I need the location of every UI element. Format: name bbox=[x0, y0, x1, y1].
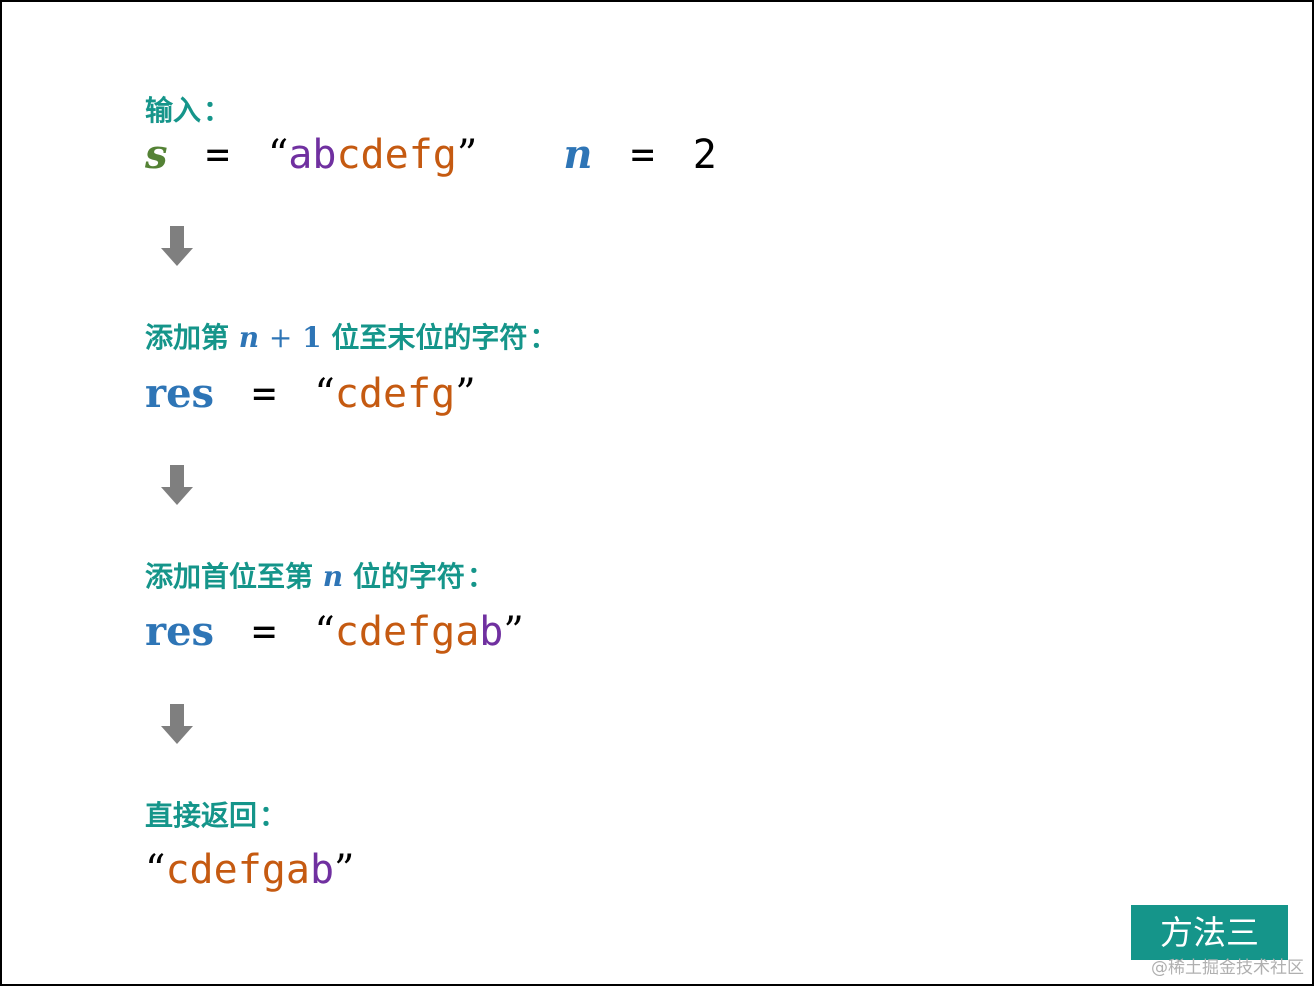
s-open-quote: “ bbox=[267, 132, 289, 178]
step2-res-variable: res bbox=[145, 370, 215, 417]
step1-heading-colon: ： bbox=[203, 94, 232, 127]
down-arrow-icon bbox=[161, 226, 193, 266]
step4-heading: 直接返回： bbox=[145, 802, 287, 830]
step2-math-one: 1 bbox=[302, 321, 322, 354]
step4-result-purple: b bbox=[309, 847, 335, 893]
s-close-quote: ” bbox=[456, 132, 478, 178]
step2-res-line: res = “cdefg” bbox=[145, 371, 476, 417]
down-arrow-icon bbox=[161, 704, 193, 744]
watermark: @稀土掘金技术社区 bbox=[1151, 958, 1304, 978]
step2-heading-colon: ： bbox=[529, 321, 558, 354]
step1-input-line: s = “abcdefg” n = 2 bbox=[145, 132, 717, 178]
step4-heading-colon: ： bbox=[259, 799, 288, 832]
s-variable: s bbox=[145, 131, 168, 178]
step4-heading-text: 直接返回 bbox=[145, 799, 258, 832]
method-badge: 方法三 bbox=[1131, 905, 1288, 960]
step2-open-quote: “ bbox=[314, 371, 335, 417]
step3-open-quote: “ bbox=[314, 609, 335, 655]
step3-res-value-purple: b bbox=[479, 609, 504, 655]
n-variable: n bbox=[563, 131, 593, 178]
step3-heading-pre: 添加首位至第 bbox=[145, 560, 314, 593]
step2-heading-post: 位至末位的字符 bbox=[331, 321, 528, 354]
step4-close-quote: ” bbox=[334, 847, 355, 893]
step2-equals: = bbox=[252, 371, 277, 417]
n-equals: = bbox=[630, 132, 655, 178]
step2-math-plus: + bbox=[268, 321, 293, 354]
step2-heading: 添加第 n + 1 位至末位的字符： bbox=[145, 324, 557, 352]
step4-result-line: “cdefgab” bbox=[145, 850, 355, 890]
step3-close-quote: ” bbox=[503, 609, 524, 655]
step3-math-n: n bbox=[322, 560, 344, 593]
step3-heading-post: 位的字符 bbox=[352, 560, 465, 593]
step4-open-quote: “ bbox=[145, 847, 166, 893]
s-value-rest: cdefg bbox=[336, 132, 457, 178]
down-arrow-icon bbox=[161, 465, 193, 505]
step2-close-quote: ” bbox=[455, 371, 476, 417]
step3-heading: 添加首位至第 n 位的字符： bbox=[145, 563, 495, 591]
step3-equals: = bbox=[252, 609, 277, 655]
step3-heading-colon: ： bbox=[466, 560, 495, 593]
s-equals: = bbox=[205, 132, 230, 178]
step3-res-line: res = “cdefgab” bbox=[145, 609, 524, 655]
step2-math-n: n bbox=[238, 321, 260, 354]
step1-heading: 输入： bbox=[145, 97, 231, 125]
step1-heading-text: 输入 bbox=[145, 94, 202, 127]
step2-res-value: cdefg bbox=[334, 371, 456, 417]
step3-res-value-orange: cdefga bbox=[334, 609, 480, 655]
n-value: 2 bbox=[692, 132, 717, 178]
s-value-a: a bbox=[288, 132, 313, 178]
s-value-b: b bbox=[312, 132, 337, 178]
step4-result-orange: cdefga bbox=[165, 847, 310, 893]
step2-heading-pre: 添加第 bbox=[145, 321, 230, 354]
step3-res-variable: res bbox=[145, 608, 215, 655]
